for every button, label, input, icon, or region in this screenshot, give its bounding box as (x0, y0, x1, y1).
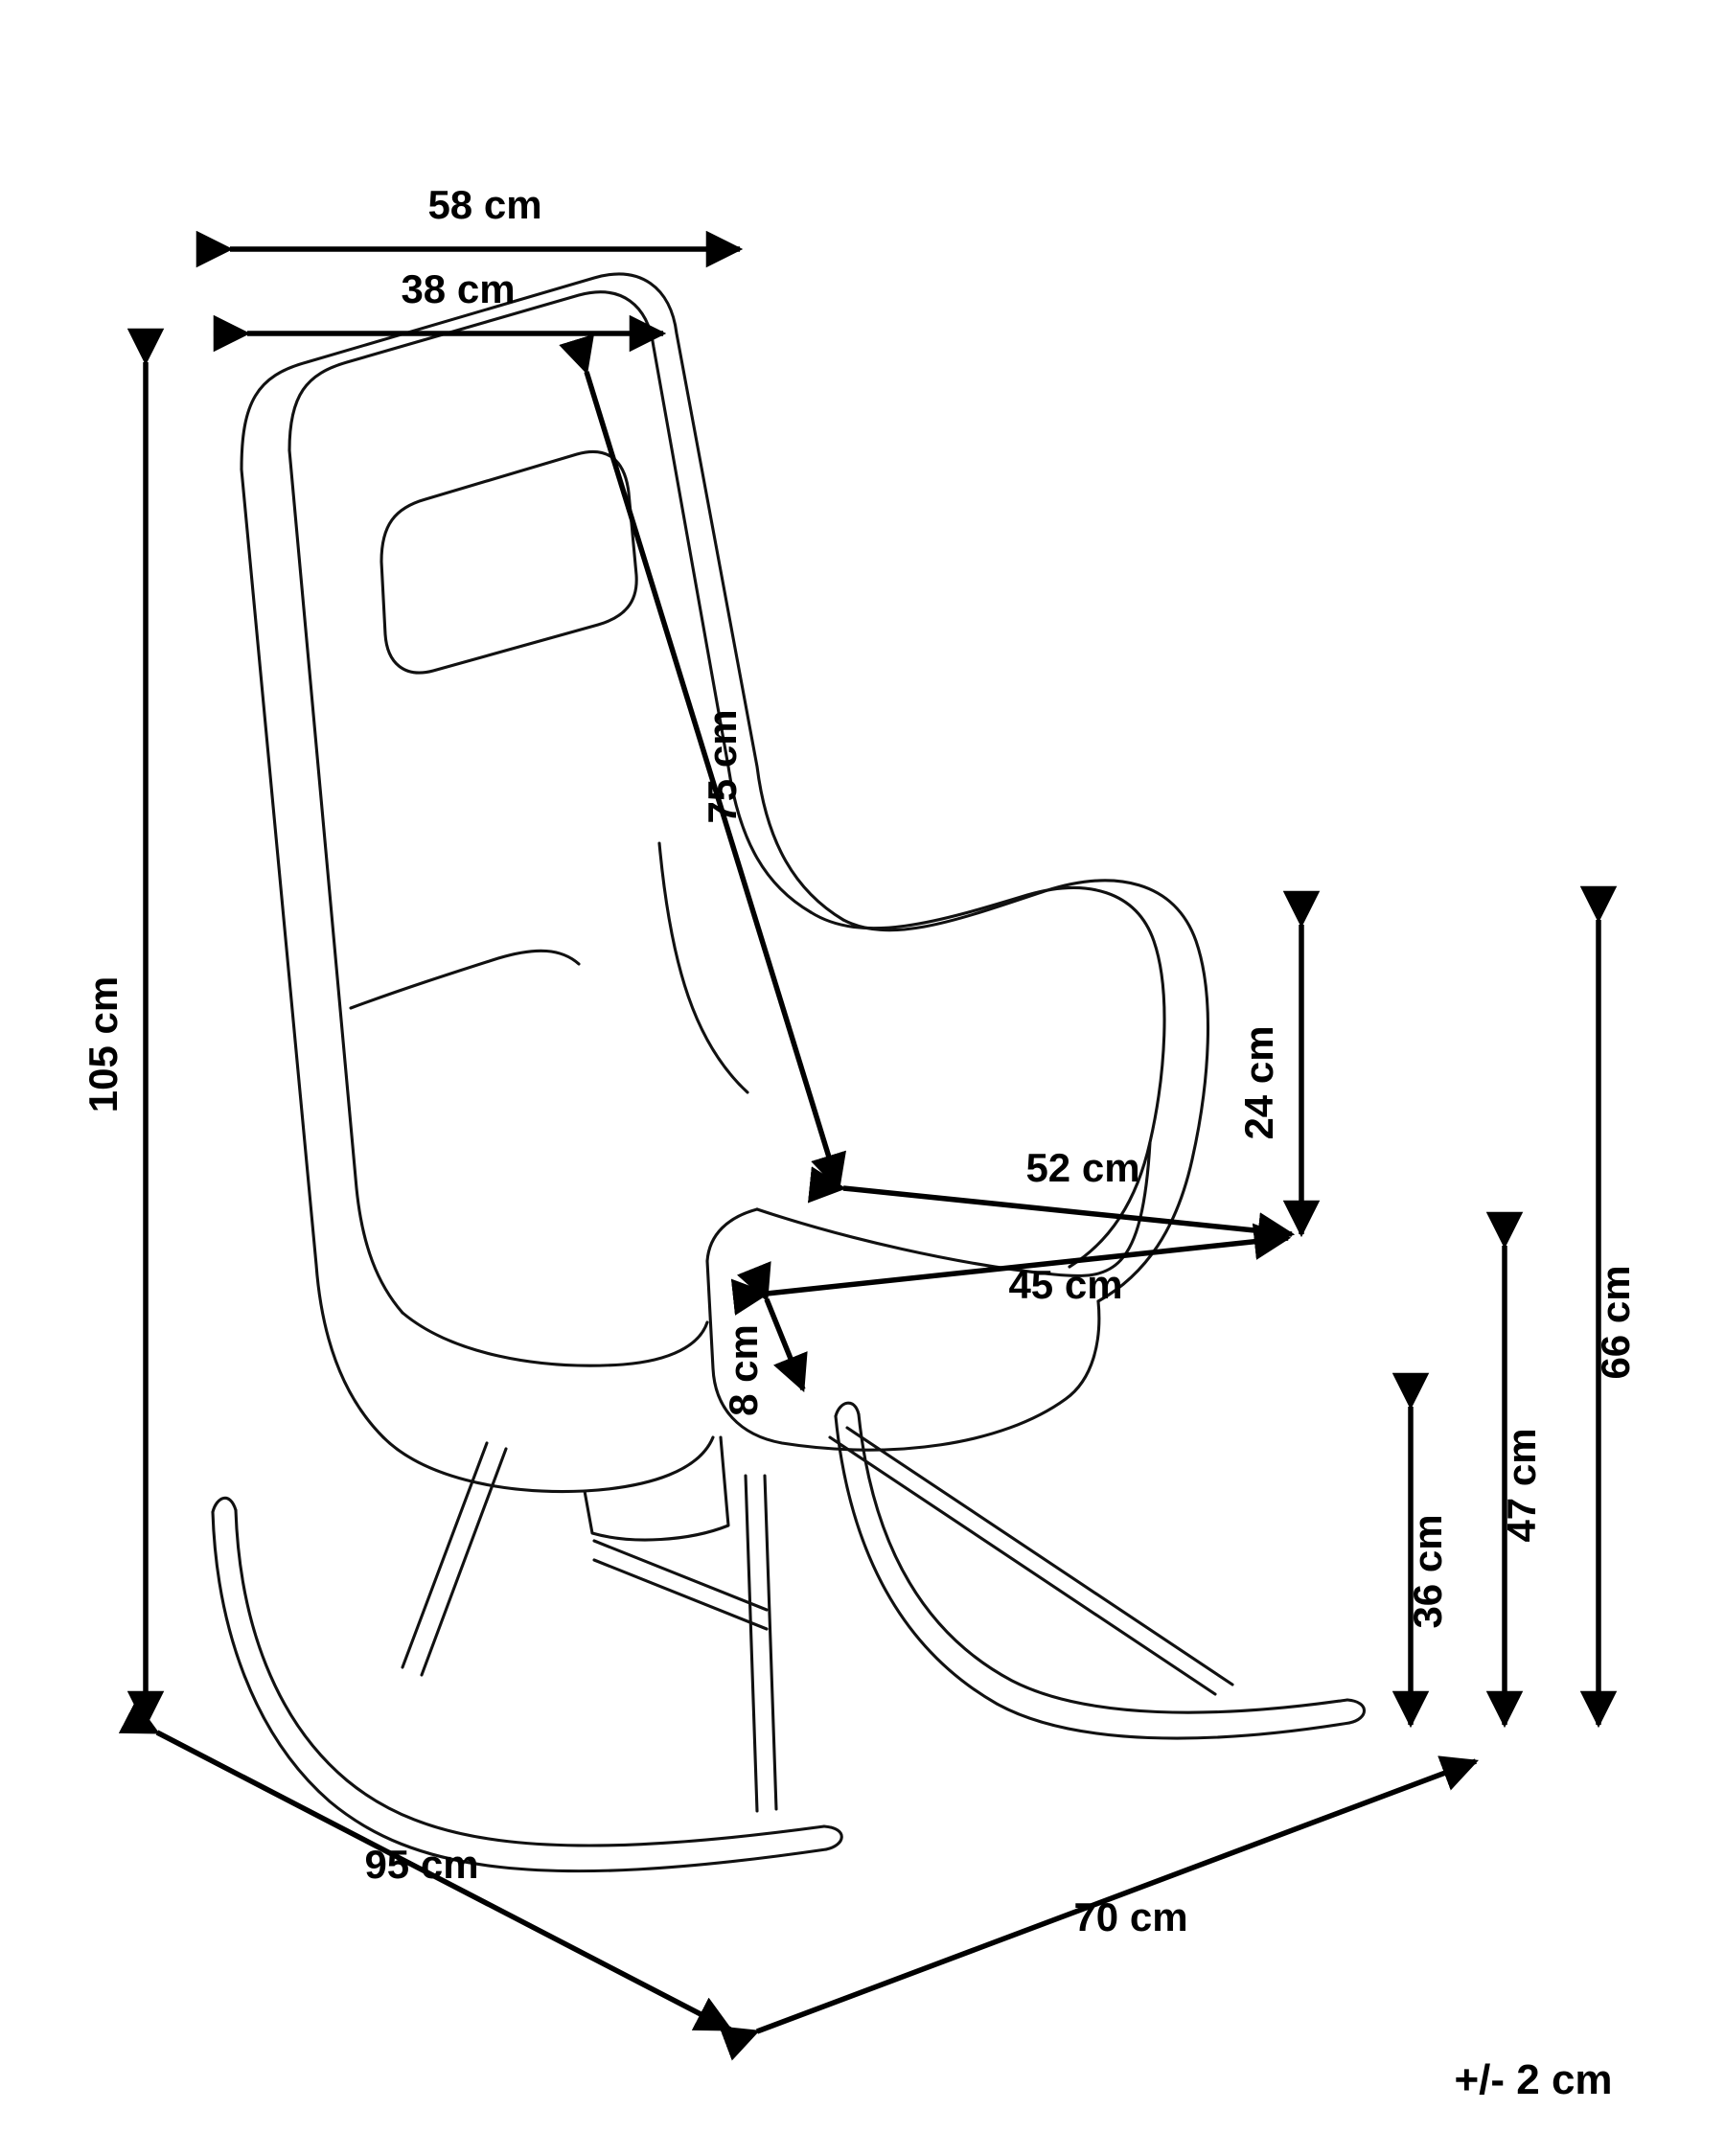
dim-45 (730, 1223, 1292, 1316)
dim-70 (719, 1755, 1480, 2061)
dim-8 (736, 1261, 808, 1392)
label-45: 45 cm (1008, 1262, 1122, 1307)
dim-52 (807, 1166, 1296, 1250)
label-52: 52 cm (1025, 1145, 1139, 1190)
label-36: 36 cm (1405, 1514, 1450, 1628)
label-66: 66 cm (1593, 1265, 1638, 1379)
label-8: 8 cm (721, 1324, 766, 1416)
dim-75 (559, 333, 846, 1192)
label-70: 70 cm (1073, 1894, 1187, 1939)
label-38: 38 cm (401, 266, 515, 311)
label-58: 58 cm (427, 182, 541, 227)
label-47: 47 cm (1499, 1428, 1544, 1542)
label-24: 24 cm (1236, 1025, 1281, 1139)
label-75: 75 cm (700, 709, 745, 823)
tolerance-label: +/- 2 cm (1454, 2056, 1612, 2103)
dim-95 (118, 1700, 733, 2032)
label-105: 105 cm (80, 976, 126, 1112)
label-95: 95 cm (364, 1842, 478, 1887)
rocker-base (211, 1401, 1367, 1873)
dimension-lines (118, 230, 1618, 2061)
